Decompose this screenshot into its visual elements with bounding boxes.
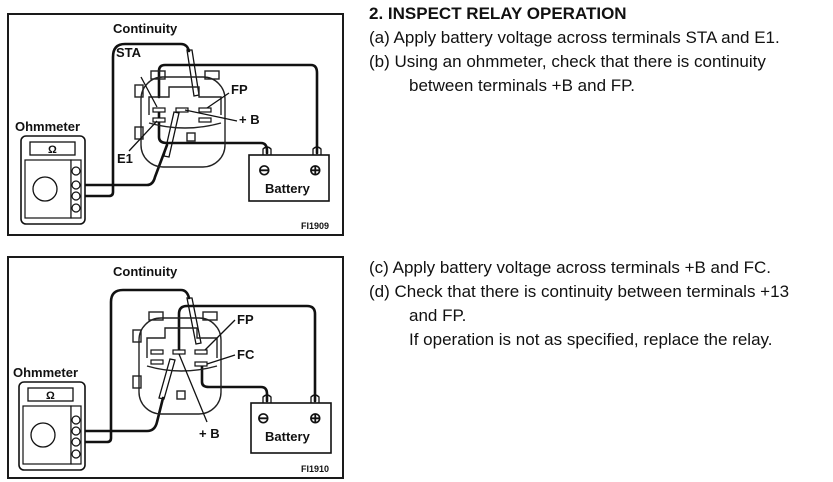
battery-plus-icon: ⊕ [309,162,322,179]
terminal-fc-label: FC [237,347,255,362]
battery-plus-icon: ⊕ [309,410,322,427]
step-c: (c) Apply battery voltage across termina… [369,258,772,277]
ohmmeter-lead-wire [79,396,165,433]
step-a: (a) Apply battery voltage across termina… [369,28,780,47]
figure-id: FI1909 [301,221,329,231]
continuity-wire [79,42,191,198]
ohmmeter-jack [71,166,81,176]
fc-leader-line [206,354,236,365]
terminal-fp-label: FP [237,312,254,327]
step-b-continued: between terminals +B and FP. [409,76,636,95]
battery-negative-wire [157,111,269,155]
ohmmeter: Ohmmeter Ω [13,365,86,471]
ohmmeter-jack [71,415,81,425]
plus-b-leader-line [184,109,238,122]
continuity-label: Continuity [113,21,178,36]
step-d: (d) Check that there is continuity betwe… [369,282,790,301]
step-b: (b) Using an ohmmeter, check that there … [369,52,766,71]
ohmmeter-jack [71,426,81,436]
plus-b-leader-line [178,353,208,423]
ohmmeter: Ohmmeter Ω [15,119,86,225]
figure-id: FI1910 [301,464,329,474]
ohmmeter-jack [71,437,81,447]
relay-body [134,70,226,168]
fp-leader-line [204,319,236,351]
continuity-wire [79,288,191,444]
terminal-e1-pin [152,117,166,123]
ohmmeter-jack [71,180,81,190]
ohmmeter-label: Ohmmeter [13,365,78,380]
ohmmeter-label: Ohmmeter [15,119,80,134]
terminal-fp-pin [198,107,212,113]
ohmmeter-dial [30,422,56,448]
battery-minus-icon: ⊖ [257,410,270,427]
terminal-spare-pin [198,117,212,123]
ohmmeter-dial [32,176,58,202]
step-d-continued: and FP. [409,306,467,325]
battery-minus-icon: ⊖ [258,162,271,179]
terminal-fp-label: FP [231,82,248,97]
terminal-fc-pin [194,361,208,367]
battery-positive-wire [157,63,319,155]
ohmmeter-lead-wire [79,143,169,187]
ohmmeter-jack [71,203,81,213]
ohmmeter-jack [71,191,81,201]
relay-diagram-fi1909: Continuity STA FP + B E1 Ohmmeter Ω ⊖ ⊕ … [7,13,344,236]
relay-diagram-svg: Continuity FP FC + B Ohmmeter Ω ⊖ ⊕ Batt… [13,264,332,474]
relay-diagram-svg: Continuity STA FP + B E1 Ohmmeter Ω ⊖ ⊕ … [15,21,330,231]
battery: ⊖ ⊕ Battery [250,394,332,454]
relay-pin [150,359,164,365]
terminal-plus-b-label: + B [239,112,260,127]
relay-diagram-fi1910: Continuity FP FC + B Ohmmeter Ω ⊖ ⊕ Batt… [7,256,344,479]
terminal-fp-pin [194,349,208,355]
inspection-steps-c-d: (c) Apply battery voltage across termina… [369,256,789,352]
relay-body [132,311,222,415]
terminal-plus-b-pin [172,349,186,355]
e1-leader-line [128,120,158,152]
terminal-plus-b-label: + B [199,426,220,441]
probe-top [186,49,200,97]
fp-leader-line [206,92,230,109]
ohm-symbol: Ω [48,144,57,156]
sta-leader-line [140,76,158,108]
ohmmeter-jack [71,449,81,459]
battery-label: Battery [265,429,311,444]
section-heading: 2. INSPECT RELAY OPERATION [369,4,627,23]
terminal-sta-label: STA [116,45,142,60]
battery-negative-wire [200,362,269,403]
probe-bottom [158,358,176,400]
continuity-label: Continuity [113,264,178,279]
replace-relay-note: If operation is not as specified, replac… [409,330,773,349]
battery-label: Battery [265,181,311,196]
battery-positive-wire [177,304,317,403]
inspection-steps-a-b: 2. INSPECT RELAY OPERATION (a) Apply bat… [369,2,780,98]
battery: ⊖ ⊕ Battery [248,146,330,202]
terminal-sta-pin [152,107,166,113]
ohm-symbol: Ω [46,390,55,402]
relay-pin [150,349,164,355]
terminal-e1-label: E1 [117,151,133,166]
